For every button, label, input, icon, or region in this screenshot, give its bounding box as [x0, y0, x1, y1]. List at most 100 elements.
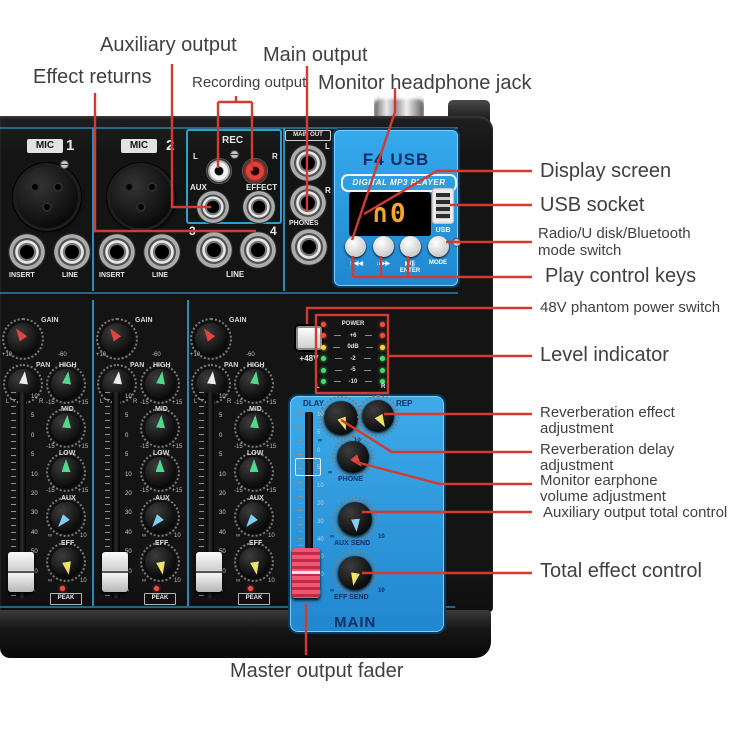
mode-button-label: MODE [429, 260, 447, 266]
eq-min: -15 [46, 400, 55, 406]
mid-eq-knob[interactable] [234, 408, 274, 448]
level-indicator: POWER +6 0dB -2 -5 -10 [321, 320, 385, 386]
mid-label: MID [61, 406, 74, 413]
play-pause-button[interactable] [400, 236, 421, 257]
high-eq-knob[interactable] [140, 364, 180, 404]
eq-max: +15 [78, 444, 89, 450]
fader-ticks [105, 392, 110, 598]
send-max: 10 [80, 533, 87, 539]
prev-button[interactable] [345, 236, 366, 257]
channel-fader-handle[interactable] [8, 552, 34, 592]
pan-label: PAN [130, 362, 145, 369]
trim-line [283, 128, 285, 291]
low-label: LOW [247, 450, 264, 457]
gain-max: -60 [152, 352, 161, 358]
eq-max: +15 [172, 488, 183, 494]
level-label: -10 [348, 378, 358, 385]
label-monitor-earphone-2: volume adjustment [540, 488, 666, 505]
power-label: POWER [341, 321, 365, 327]
line2-jack [143, 233, 181, 271]
label-reverb-effect-1: Reverberation effect [540, 404, 675, 421]
low-eq-knob[interactable] [46, 452, 86, 492]
aux-output-jack [196, 190, 230, 224]
mic1-label: MIC [27, 139, 63, 153]
effect-send-knob[interactable] [46, 542, 86, 582]
reverb-delay-knob[interactable] [319, 396, 363, 440]
rec-l-label: L [193, 152, 198, 161]
high-eq-knob[interactable] [46, 364, 86, 404]
aux-send-knob[interactable] [234, 497, 274, 537]
meter-left-label: L [316, 384, 320, 390]
master-fader-handle[interactable] [292, 548, 320, 598]
aux-send-knob[interactable] [333, 497, 377, 541]
channel-fader-handle[interactable] [102, 552, 128, 592]
insert2-label: INSERT [99, 272, 125, 279]
eq-max: +15 [266, 488, 277, 494]
gain-min: +10 [2, 352, 13, 358]
line4-jack [239, 231, 277, 269]
screw [452, 238, 461, 247]
send-min: ∞ [48, 578, 53, 584]
rec-right-rca-jack [242, 158, 268, 184]
pan-knob[interactable] [97, 364, 137, 404]
channel-strip: GAIN +10 -60 PAN L R HIGH -15 +15 MID -1… [96, 300, 188, 608]
pan-right: R [39, 399, 44, 405]
mode-button[interactable] [428, 236, 449, 257]
effect-send-label: EFF SEND [334, 594, 369, 601]
channel-strip: GAIN +10 -60 PAN L R HIGH -15 +15 MID -1… [190, 300, 282, 608]
insert1-label: INSERT [9, 272, 35, 279]
send-min: ∞ [142, 533, 147, 539]
gain-knob[interactable] [190, 318, 232, 360]
channel-fader-handle[interactable] [196, 552, 222, 592]
phone-volume-knob[interactable] [332, 436, 374, 478]
label-total-effect: Total effect control [540, 560, 702, 582]
low-eq-knob[interactable] [234, 452, 274, 492]
level-led [379, 356, 385, 362]
phantom-power-switch[interactable] [296, 326, 322, 350]
trim-line [92, 128, 94, 291]
low-eq-knob[interactable] [140, 452, 180, 492]
high-label: HIGH [153, 362, 171, 369]
aux-send-knob[interactable] [46, 497, 86, 537]
effect-return-jack [242, 190, 276, 224]
send-max: 10 [268, 578, 275, 584]
eq-min: -15 [46, 444, 55, 450]
mic2-label: MIC [121, 139, 157, 153]
eq-min: -15 [46, 488, 55, 494]
main-l-label: L [325, 142, 330, 151]
next-button[interactable] [373, 236, 394, 257]
level-label: -2 [350, 355, 356, 362]
master-fader-track [305, 412, 313, 598]
aux-jack-label: AUX [190, 183, 207, 192]
trim-line [0, 606, 455, 608]
gain-knob[interactable] [96, 318, 138, 360]
mid-eq-knob[interactable] [140, 408, 180, 448]
pan-right: R [227, 399, 232, 405]
high-eq-knob[interactable] [234, 364, 274, 404]
label-recording-output: Recording output [192, 74, 307, 91]
pan-label: PAN [36, 362, 51, 369]
screw [230, 150, 239, 159]
gain-label: GAIN [229, 317, 247, 324]
mid-eq-knob[interactable] [46, 408, 86, 448]
send-min: ∞ [236, 578, 241, 584]
aux-send-knob[interactable] [140, 497, 180, 537]
reverb-repeat-knob[interactable] [357, 395, 399, 437]
main-out-left-jack [289, 144, 327, 182]
channel-fader-track [112, 392, 120, 598]
gain-knob[interactable] [2, 318, 44, 360]
usb-label: USB [435, 227, 451, 234]
label-auxiliary-output: Auxiliary output [100, 34, 237, 56]
eq-max: +15 [78, 488, 89, 494]
usb-socket[interactable] [432, 188, 454, 224]
scale-min: ∞ [330, 588, 335, 594]
meter-right-label: R [381, 384, 386, 390]
eq-max: +15 [266, 444, 277, 450]
effect-send-knob[interactable] [140, 542, 180, 582]
effect-send-knob[interactable] [333, 551, 377, 595]
send-min: ∞ [48, 533, 53, 539]
label-play-control-keys: Play control keys [545, 265, 697, 287]
eq-min: -15 [234, 444, 243, 450]
effect-send-knob[interactable] [234, 542, 274, 582]
